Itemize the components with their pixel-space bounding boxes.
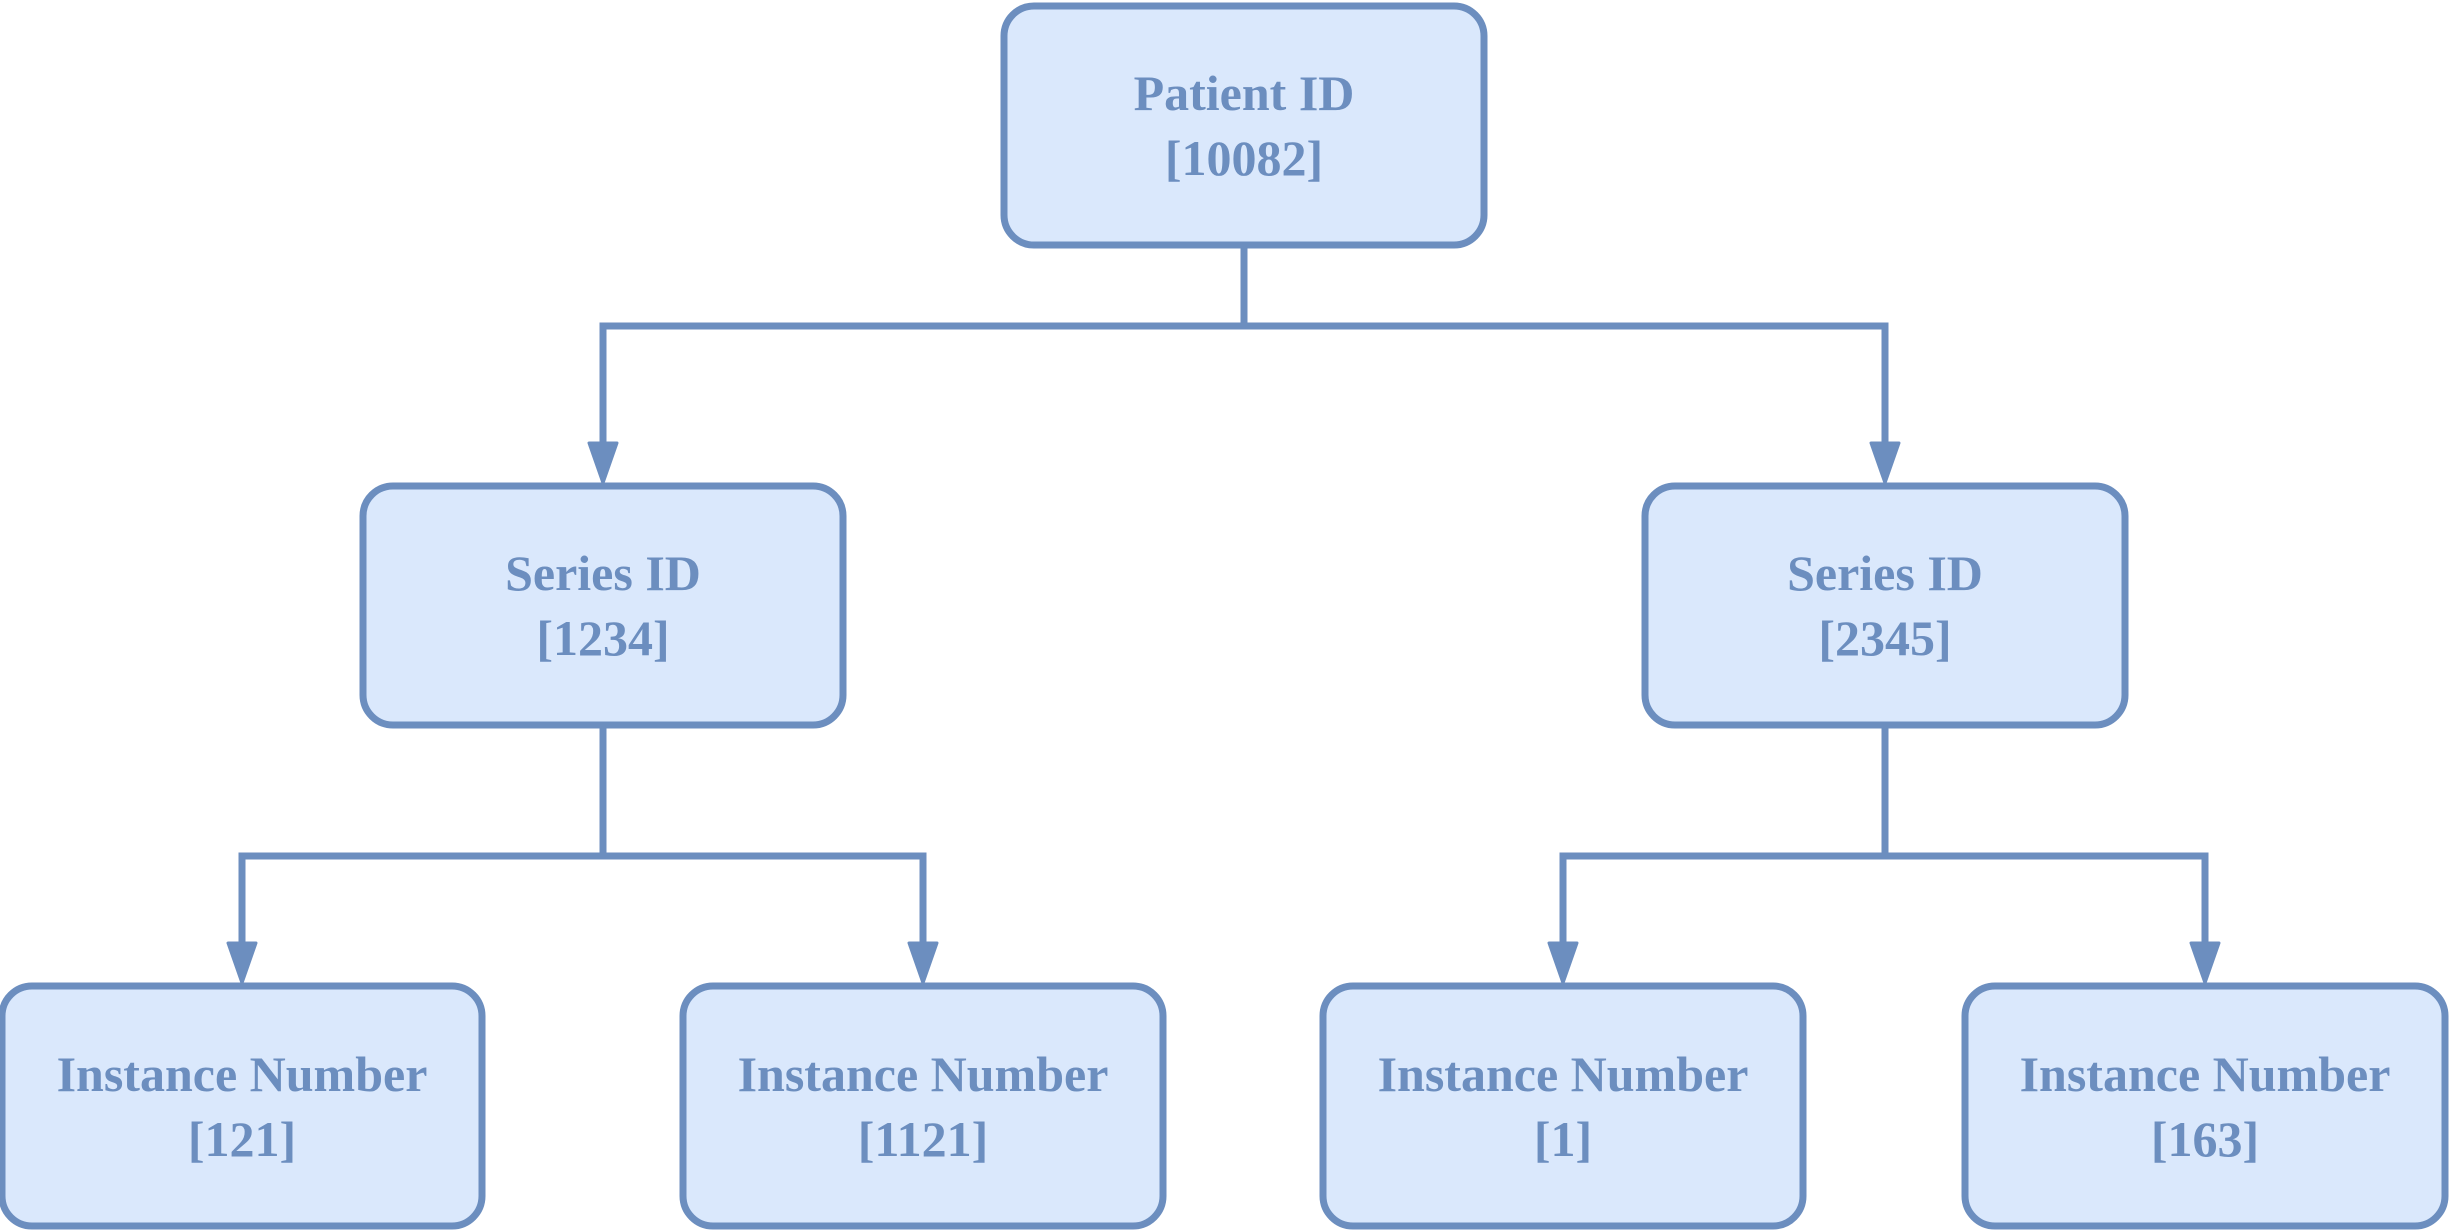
edges-series-left-to-instances xyxy=(226,725,939,985)
node-patient-value: [10082] xyxy=(1165,130,1323,186)
edge-series-left-to-instance-1 xyxy=(238,852,603,945)
node-patient-box xyxy=(1000,2,1488,249)
arrowhead-instance-3 xyxy=(1547,941,1579,985)
arrowhead-instance-1 xyxy=(226,941,258,985)
node-instance-3-title: Instance Number xyxy=(1378,1046,1749,1102)
arrowhead-instance-2 xyxy=(907,941,939,985)
node-patient-title: Patient ID xyxy=(1134,65,1355,121)
node-instance-2-value: [1121] xyxy=(858,1111,989,1167)
node-instance-2: Instance Number [1121] xyxy=(679,982,1167,1230)
node-series-left-value: [1234] xyxy=(536,610,669,666)
edge-root-to-series-right xyxy=(1244,322,1889,445)
arrowhead-instance-4 xyxy=(2189,941,2221,985)
node-instance-4-box xyxy=(1961,982,2449,1230)
node-instance-1-box xyxy=(0,982,486,1230)
arrowhead-series-right xyxy=(1869,441,1901,485)
node-instance-2-title: Instance Number xyxy=(738,1046,1109,1102)
node-series-right-title: Series ID xyxy=(1787,545,1983,601)
edges-series-right-to-instances xyxy=(1547,725,2221,985)
node-series-right-value: [2345] xyxy=(1818,610,1951,666)
node-instance-1-title: Instance Number xyxy=(57,1046,428,1102)
edge-series-left-to-instance-2 xyxy=(603,852,927,945)
edge-series-right-to-instance-3 xyxy=(1559,852,1885,945)
node-instance-1-value: [121] xyxy=(188,1111,296,1167)
edge-series-right-to-instance-4 xyxy=(1885,852,2209,945)
node-patient: Patient ID [10082] xyxy=(1000,2,1488,249)
node-instance-3: Instance Number [1] xyxy=(1319,982,1807,1230)
node-instance-1: Instance Number [121] xyxy=(0,982,486,1230)
node-series-left-title: Series ID xyxy=(505,545,701,601)
node-instance-3-box xyxy=(1319,982,1807,1230)
node-series-right: Series ID [2345] xyxy=(1641,482,2129,729)
node-instance-3-value: [1] xyxy=(1534,1111,1592,1167)
edge-root-to-series-left xyxy=(599,322,1244,445)
node-series-right-box xyxy=(1641,482,2129,729)
node-instance-4-title: Instance Number xyxy=(2020,1046,2391,1102)
node-series-left-box xyxy=(359,482,847,729)
node-instance-2-box xyxy=(679,982,1167,1230)
node-instance-4-value: [163] xyxy=(2151,1111,2259,1167)
node-instance-4: Instance Number [163] xyxy=(1961,982,2449,1230)
node-series-left: Series ID [1234] xyxy=(359,482,847,729)
arrowhead-series-left xyxy=(587,441,619,485)
edges-root-to-series xyxy=(587,245,1901,485)
